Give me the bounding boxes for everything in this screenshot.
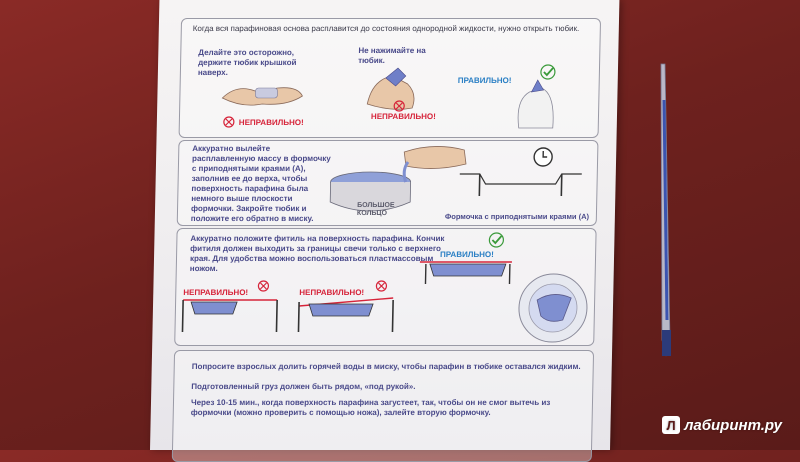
clock-icon <box>533 147 553 167</box>
cross-circle-icon <box>257 280 270 292</box>
step4-line3: Через 10-15 мин., когда поверхность пара… <box>190 398 551 417</box>
ring-label: БОЛЬШОЕ КОЛЬЦО <box>356 202 395 217</box>
wick-right-illustration <box>419 261 512 284</box>
cross-circle-icon <box>375 280 388 292</box>
watermark-logo: Л лабиринт.ру <box>662 416 782 434</box>
check-icon <box>540 64 556 80</box>
right-label-1: ПРАВИЛЬНО! <box>457 76 512 85</box>
hand-tube-illustration-3 <box>517 79 554 129</box>
cross-circle-icon <box>393 100 405 112</box>
ring-bowl-illustration <box>329 171 412 212</box>
wick-wrong-illustration-2 <box>297 297 394 332</box>
wick-mold-illustration <box>518 273 588 343</box>
step1-note-left: Делайте это осторожно, держите тюбик кры… <box>197 48 297 77</box>
wick-wrong-illustration-1 <box>181 299 278 332</box>
watermark-text: лабиринт.ру <box>684 416 782 434</box>
header-text: Когда вся парафиновая основа расплавится… <box>192 24 580 33</box>
pen-icon <box>660 63 671 357</box>
wrong-label-2: НЕПРАВИЛЬНО! <box>370 112 436 121</box>
step4-line1: Попросите взрослых долить горячей воды в… <box>191 362 581 371</box>
pouring-hand-illustration <box>402 146 467 183</box>
step4-line2: Подготовленный груз должен быть рядом, «… <box>191 382 416 391</box>
cross-circle-icon <box>223 116 235 128</box>
check-icon <box>488 232 505 248</box>
hand-tube-illustration-2 <box>366 67 415 110</box>
watermark-badge: Л <box>662 416 681 434</box>
step2-text: Аккуратно вылейте расплавленную массу в … <box>190 144 331 223</box>
mold-profile-illustration <box>459 173 582 196</box>
instruction-sheet: Когда вся парафиновая основа расплавится… <box>150 0 620 462</box>
step1-note-mid: Не нажимайте на тюбик. <box>358 46 426 65</box>
mold-caption: Формочка с приподнятыми краями (А) <box>444 212 590 221</box>
wrong-label-1: НЕПРАВИЛЬНО! <box>238 118 304 127</box>
hand-tube-illustration-1 <box>221 87 303 106</box>
step3-text: Аккуратно положите фитиль на поверхность… <box>189 234 445 273</box>
